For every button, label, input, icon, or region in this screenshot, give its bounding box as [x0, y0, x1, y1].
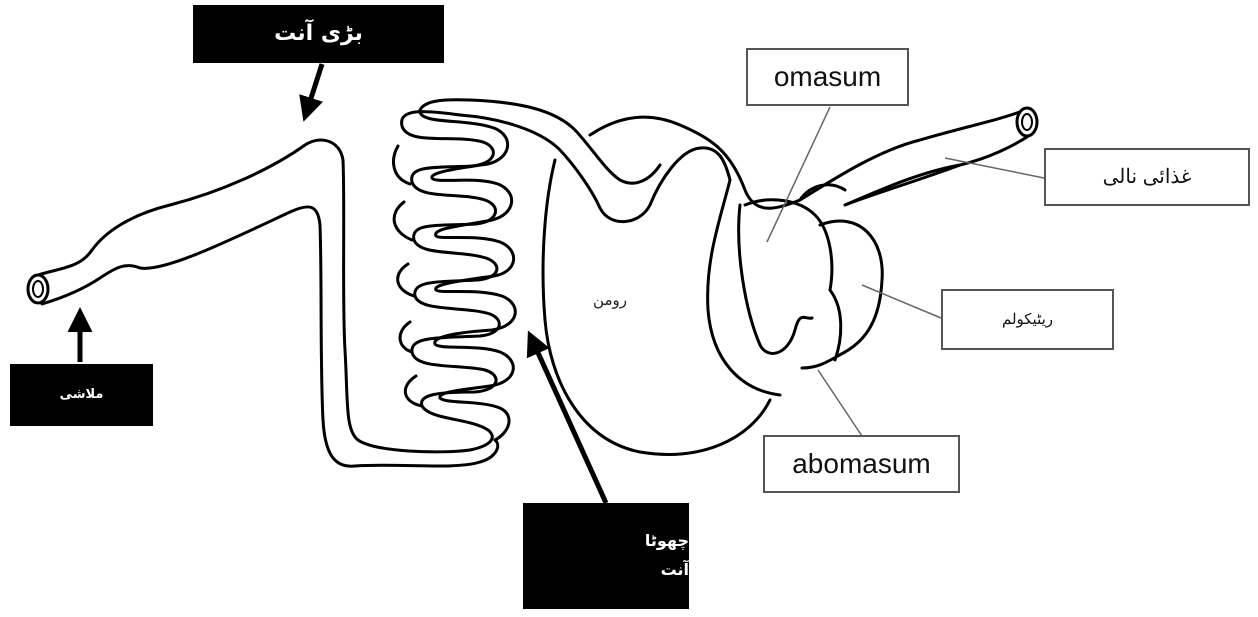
large-intestine-arrow [305, 64, 322, 117]
stomach-compartments [739, 165, 960, 368]
esophagus-label: غذائی نالی [1044, 148, 1250, 206]
large-intestine-label: بڑی آنت [193, 5, 444, 63]
small-intestine-label: چھوٹا آنت [523, 503, 689, 609]
connecting-tube [460, 100, 730, 222]
small-intestine-coils [394, 100, 516, 450]
small-intestine-arrow [530, 335, 606, 503]
rumen-label: رومن [580, 288, 640, 314]
small-intestine-label-line1: چھوٹا [645, 531, 689, 552]
small-intestine-label-line2: آنت [661, 560, 689, 581]
esophagus-opening [1017, 108, 1037, 136]
abomasum-label: abomasum [763, 435, 960, 493]
rectum-opening [28, 275, 48, 303]
esophagus-tube [800, 110, 1030, 205]
leader-lines [767, 107, 1044, 436]
reticulum-label: ریٹیکولم [941, 289, 1114, 350]
omasum-label: omasum [746, 48, 909, 106]
rectum-label: ملاشی [10, 364, 153, 426]
